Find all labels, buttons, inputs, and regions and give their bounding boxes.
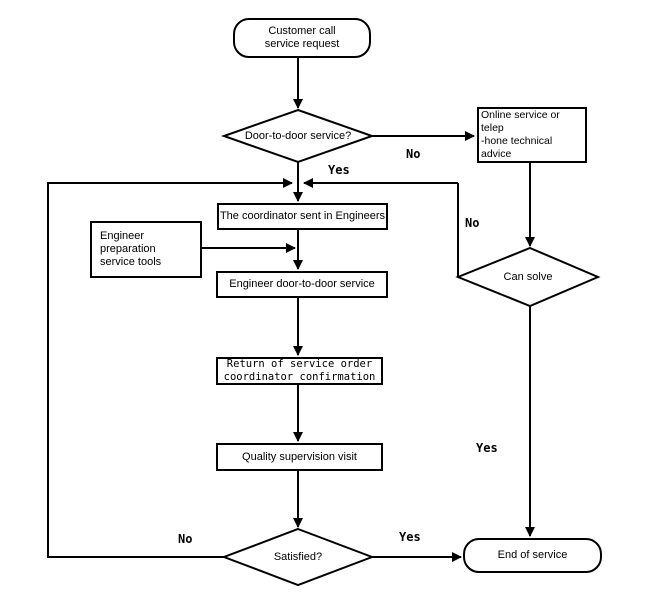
decision-door-to-door-shape bbox=[220, 108, 376, 164]
edge-label-door-no: No bbox=[405, 147, 422, 161]
node-engineer-service: Engineer door-to-door service bbox=[216, 271, 388, 298]
edge-label-door-yes: Yes bbox=[327, 163, 351, 177]
node-quality-visit: Quality supervision visit bbox=[216, 443, 383, 471]
node-return-order: Return of service order coordinator conf… bbox=[216, 357, 383, 385]
decision-can-solve-shape bbox=[455, 246, 601, 308]
node-engineer-service-label: Engineer door-to-door service bbox=[229, 278, 375, 290]
node-customer-call-start: Customer call service request bbox=[233, 18, 371, 58]
node-engineer-preparation-label: Engineer preparation service tools bbox=[100, 230, 162, 268]
edge-label-satisfied-yes: Yes bbox=[398, 530, 422, 544]
node-online-service-label: Online service or telep -hone technical … bbox=[481, 109, 560, 160]
node-coordinator: The coordinator sent in Engineers bbox=[217, 203, 388, 230]
node-engineer-preparation: Engineer preparation service tools bbox=[90, 221, 202, 278]
edge-label-can-solve-yes: Yes bbox=[475, 441, 499, 455]
node-online-service: Online service or telep -hone technical … bbox=[477, 107, 587, 163]
edge-label-satisfied-no: No bbox=[177, 532, 194, 546]
node-end-of-service: End of service bbox=[463, 538, 602, 573]
node-customer-call-label: Customer call service request bbox=[264, 25, 340, 50]
node-coordinator-label: The coordinator sent in Engineers bbox=[219, 210, 386, 222]
node-return-order-label: Return of service order coordinator conf… bbox=[223, 358, 376, 383]
node-end-of-service-label: End of service bbox=[497, 549, 568, 561]
decision-satisfied-shape bbox=[221, 527, 375, 587]
edge-label-can-solve-no: No bbox=[464, 216, 481, 230]
node-quality-visit-label: Quality supervision visit bbox=[242, 450, 357, 463]
